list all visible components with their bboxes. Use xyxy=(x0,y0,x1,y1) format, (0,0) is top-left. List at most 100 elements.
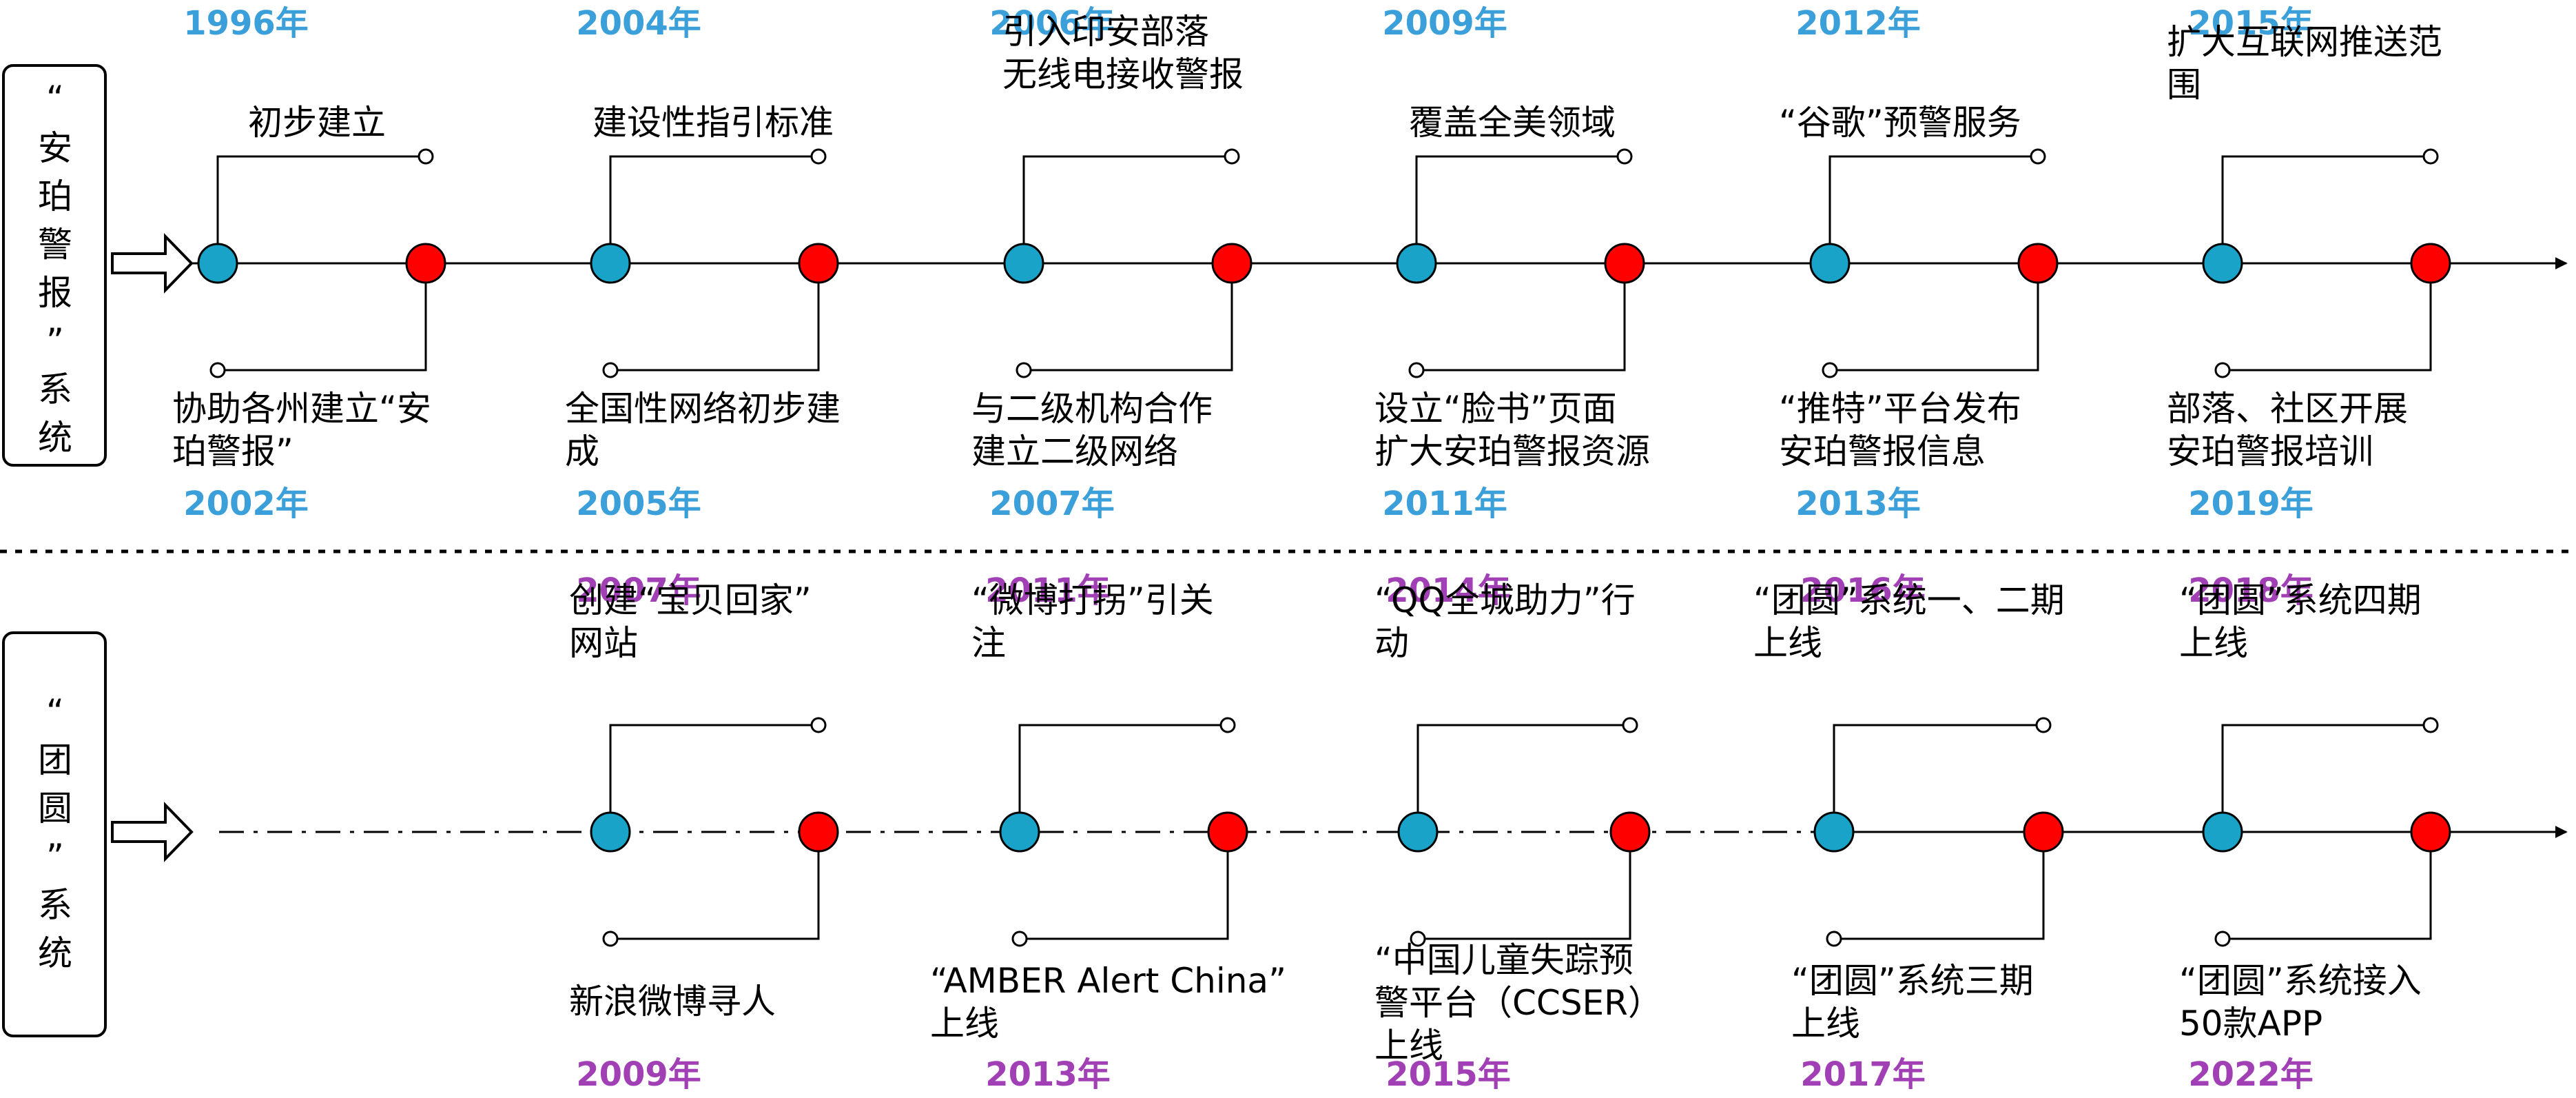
top-event-text: “团圆”系统一、二期 xyxy=(1753,580,2065,620)
start-node xyxy=(590,811,631,853)
bottom-year-label: 2017年 xyxy=(1800,1055,1926,1094)
bottom-connector-endpoint xyxy=(602,362,619,378)
amber-box-char: ” xyxy=(46,321,64,361)
amber-box-char: 警 xyxy=(38,225,72,265)
end-node xyxy=(1211,243,1253,284)
top-year-label: 2004年 xyxy=(576,4,701,43)
top-event-text: “QQ全城助力”行 xyxy=(1374,580,1636,620)
top-connector-endpoint xyxy=(1224,148,1240,165)
top-event-text: 无线电接收警报 xyxy=(1002,54,1244,94)
top-connector-endpoint xyxy=(2422,717,2439,733)
top-year-label: 2009年 xyxy=(1382,4,1507,43)
top-connector-endpoint xyxy=(2422,148,2439,165)
start-node xyxy=(1396,243,1437,284)
top-event-text: 注 xyxy=(971,623,1006,663)
top-year-label: 2015年 xyxy=(2188,4,2314,43)
bottom-connector-line xyxy=(1841,851,2045,940)
bottom-connector-endpoint xyxy=(2214,931,2231,947)
bottom-year-label: 2022年 xyxy=(2188,1055,2314,1094)
bottom-event-text: 部落、社区开展 xyxy=(2167,389,2408,429)
bottom-year-label: 2009年 xyxy=(576,1055,701,1094)
top-year-label: 2007年 xyxy=(576,571,701,610)
amber-box-char: 统 xyxy=(38,418,72,458)
bottom-event-text: 设立“脸书”页面 xyxy=(1374,389,1617,429)
top-connector-line xyxy=(1833,724,2038,813)
top-connector-line xyxy=(1828,155,2032,244)
bottom-event-text: 协助各州建立“安 xyxy=(172,389,431,429)
top-connector-line xyxy=(1018,724,1222,813)
bottom-event-text: 扩大安珀警报资源 xyxy=(1374,431,1650,471)
start-node xyxy=(2202,811,2243,853)
bottom-year-label: 2019年 xyxy=(2188,485,2314,523)
tuanyuan-system-label-box: “ 团 圆 ” 系 统 xyxy=(2,631,107,1037)
bottom-event-text: “推特”平台发布 xyxy=(1779,389,2021,429)
top-event-text: 上线 xyxy=(1753,623,1822,663)
bottom-connector-line xyxy=(617,283,820,372)
bottom-event-text: 建立二级网络 xyxy=(971,431,1178,471)
tuanyuan-box-char: 圆 xyxy=(38,789,72,828)
top-connector-line xyxy=(2221,155,2425,244)
top-connector-endpoint xyxy=(2035,717,2052,733)
bottom-connector-line xyxy=(2229,283,2432,372)
top-connector-line xyxy=(2221,724,2425,813)
tuanyuan-box-char: 统 xyxy=(38,933,72,973)
top-connector-endpoint xyxy=(2030,148,2046,165)
bottom-year-label: 2002年 xyxy=(183,485,309,523)
top-event-text: 覆盖全美领域 xyxy=(1409,103,1616,143)
end-node xyxy=(2410,811,2451,853)
bottom-year-label: 2011年 xyxy=(1382,485,1507,523)
top-event-text: 围 xyxy=(2167,65,2201,105)
top-connector-line xyxy=(609,155,813,244)
bottom-connector-endpoint xyxy=(1410,931,1426,947)
bottom-year-label: 2013年 xyxy=(985,1055,1111,1094)
bottom-connector-line xyxy=(1837,283,2039,372)
end-node xyxy=(1207,811,1248,853)
start-node xyxy=(2202,243,2243,284)
bottom-event-text: 上线 xyxy=(930,1004,999,1044)
top-connector-line xyxy=(1416,724,1625,813)
bottom-connector-line xyxy=(2229,851,2432,940)
bottom-connector-endpoint xyxy=(1826,931,1842,947)
bottom-event-text: 成 xyxy=(565,431,599,471)
bottom-event-text: “AMBER Alert China” xyxy=(930,961,1286,1001)
top-connector-line xyxy=(1415,155,1619,244)
bottom-connector-endpoint xyxy=(1408,362,1425,378)
bottom-event-text: 上线 xyxy=(1374,1026,1443,1066)
amber-box-char: 安 xyxy=(38,128,72,168)
start-node xyxy=(999,811,1040,853)
end-node xyxy=(1604,243,1645,284)
bottom-event-text: 安珀警报信息 xyxy=(1779,431,1986,471)
top-event-text: 网站 xyxy=(569,623,638,663)
top-event-text: “谷歌”预警服务 xyxy=(1779,103,2021,143)
bottom-event-text: 新浪微博寻人 xyxy=(569,982,776,1021)
amber-box-char: “ xyxy=(46,79,64,119)
start-node xyxy=(590,243,631,284)
end-node xyxy=(2410,243,2451,284)
bottom-year-label: 2005年 xyxy=(576,485,701,523)
bottom-event-text: “团圆”系统接入 xyxy=(2179,961,2422,1001)
tuanyuan-box-char: 团 xyxy=(38,740,72,780)
timeline-segments: 1996年2002年初步建立协助各州建立“安珀警报”2004年2005年建设性指… xyxy=(172,4,2451,1094)
bottom-connector-line xyxy=(1027,851,1229,940)
bottom-connector-endpoint xyxy=(1011,931,1028,947)
top-year-label: 2018年 xyxy=(2188,571,2314,610)
top-event-text: “团圆”系统四期 xyxy=(2179,580,2422,620)
bottom-event-text: 安珀警报培训 xyxy=(2167,431,2373,471)
bottom-connector-line xyxy=(617,851,820,940)
end-node xyxy=(798,243,839,284)
end-node xyxy=(1609,811,1651,853)
bottom-connector-line xyxy=(1423,283,1626,372)
end-node xyxy=(405,243,446,284)
bottom-connector-endpoint xyxy=(1822,362,1838,378)
start-node xyxy=(197,243,238,284)
bottom-event-text: “中国儿童失踪预 xyxy=(1374,940,1634,980)
top-event-text: 创建“宝贝回家” xyxy=(569,580,812,620)
top-connector-line xyxy=(609,724,813,813)
start-node xyxy=(1003,243,1044,284)
